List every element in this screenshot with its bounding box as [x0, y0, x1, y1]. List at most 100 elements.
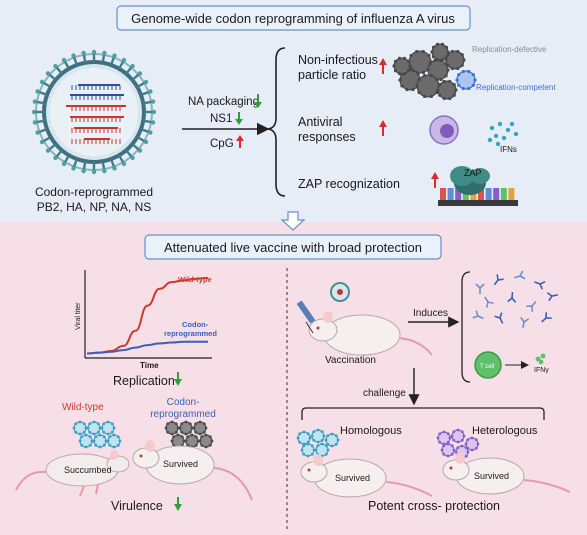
ifn-dot	[489, 125, 495, 131]
particle-spike	[180, 430, 184, 434]
particle-spike	[300, 448, 304, 452]
series-line-codon	[86, 340, 208, 355]
particle-spike	[464, 454, 468, 458]
particle-spike	[312, 430, 316, 434]
rna-base	[493, 188, 500, 200]
ifn-dot	[497, 121, 503, 127]
particle-spike	[100, 426, 104, 430]
particle-spike	[84, 426, 88, 430]
particle-spike	[170, 439, 174, 443]
spike-tip	[45, 148, 51, 153]
t-cell-icon	[474, 351, 502, 379]
particle-spike	[186, 435, 190, 439]
spike-tip	[61, 57, 67, 63]
zap-label: ZAP	[464, 168, 482, 178]
defective-particle	[416, 74, 440, 98]
particle-spike	[88, 435, 92, 439]
particle-spike	[310, 444, 314, 448]
bottom-title: Attenuated live vaccine with broad prote…	[164, 240, 422, 255]
spike-tip	[137, 71, 143, 76]
particle-spike	[320, 442, 324, 446]
rna-base	[508, 188, 515, 200]
particle-spike	[74, 422, 78, 426]
particle-spike	[431, 55, 436, 59]
particle-spike	[442, 452, 446, 456]
particle-spike	[433, 58, 437, 63]
particle-spike	[316, 444, 320, 448]
particle-spike	[431, 45, 436, 49]
particle-spike	[188, 422, 192, 426]
particle-spike	[444, 55, 449, 59]
particle-spike	[439, 77, 443, 82]
particle-spike	[308, 436, 312, 440]
spike-tip	[102, 50, 107, 56]
particle-spike	[330, 432, 334, 436]
particle-spike	[312, 438, 316, 442]
chart-label-wild: Wild-type	[178, 275, 212, 284]
antibody	[493, 274, 504, 286]
particle-spike	[428, 62, 432, 66]
particle-spike	[430, 50, 434, 54]
spike-tip	[31, 109, 37, 115]
heterologous-label: Heterologous	[472, 425, 538, 437]
particle-spike	[460, 430, 464, 434]
viral-titer-chart	[84, 270, 212, 359]
particle-spike	[184, 420, 188, 424]
particle-spike	[450, 49, 454, 54]
spike-tip	[32, 120, 38, 125]
spike-tip	[39, 139, 45, 145]
particle-spike	[322, 434, 326, 438]
particle-spike	[406, 59, 411, 63]
spike-tip	[130, 155, 135, 161]
particle-spike	[82, 430, 86, 434]
particle-spike	[172, 435, 176, 439]
succumbed-label: Succumbed	[64, 465, 112, 475]
particle-spike	[188, 430, 192, 434]
particle-spike	[84, 433, 88, 437]
spike-tip	[148, 130, 153, 135]
particle-spike	[456, 49, 460, 54]
particle-spike	[208, 443, 212, 447]
particle-spike	[438, 83, 442, 87]
challenge-label: challenge	[363, 388, 406, 399]
particle-spike	[442, 444, 446, 448]
particle-spike	[426, 68, 430, 72]
virus-caption-line1: Codon-reprogrammed	[35, 185, 153, 199]
particle-spike	[200, 443, 204, 447]
spike-tip	[81, 50, 86, 56]
particle-spike	[448, 96, 452, 101]
brace-icon	[267, 47, 286, 197]
ifn-dot	[509, 121, 515, 127]
particle-spike	[194, 430, 198, 434]
particle-spike	[166, 422, 170, 426]
particle-spike	[192, 426, 196, 430]
down-arrow-icon	[254, 94, 262, 108]
particle-spike	[452, 83, 456, 87]
homologous-label: Homologous	[340, 425, 402, 437]
particle-spike	[106, 420, 110, 424]
outcome-antiviral-line1: Antiviral	[298, 115, 342, 129]
survived-mouse-icon-left	[132, 440, 253, 501]
particle-spike	[450, 434, 454, 438]
particle-spike	[429, 94, 433, 99]
particle-spike	[164, 426, 168, 430]
spike-tip	[39, 79, 45, 85]
particle-spike	[194, 443, 198, 447]
spike-tip	[112, 53, 117, 58]
particle-spike	[204, 445, 208, 449]
spike-tip	[102, 168, 107, 174]
ifn-dot	[505, 127, 511, 133]
particle-spike	[454, 88, 458, 92]
particle-spike	[92, 439, 96, 443]
particle-spike	[444, 74, 448, 78]
particle-spike	[393, 59, 398, 63]
codon-label-line1: Codon-	[167, 397, 200, 408]
particle-spike	[102, 430, 106, 434]
particle-spike	[436, 88, 440, 92]
particle-spike	[298, 432, 302, 436]
antibody	[472, 310, 484, 320]
particle-spike	[474, 446, 478, 450]
particle-spike	[296, 436, 300, 440]
antibody	[507, 291, 517, 303]
up-arrow-icon	[236, 135, 244, 148]
